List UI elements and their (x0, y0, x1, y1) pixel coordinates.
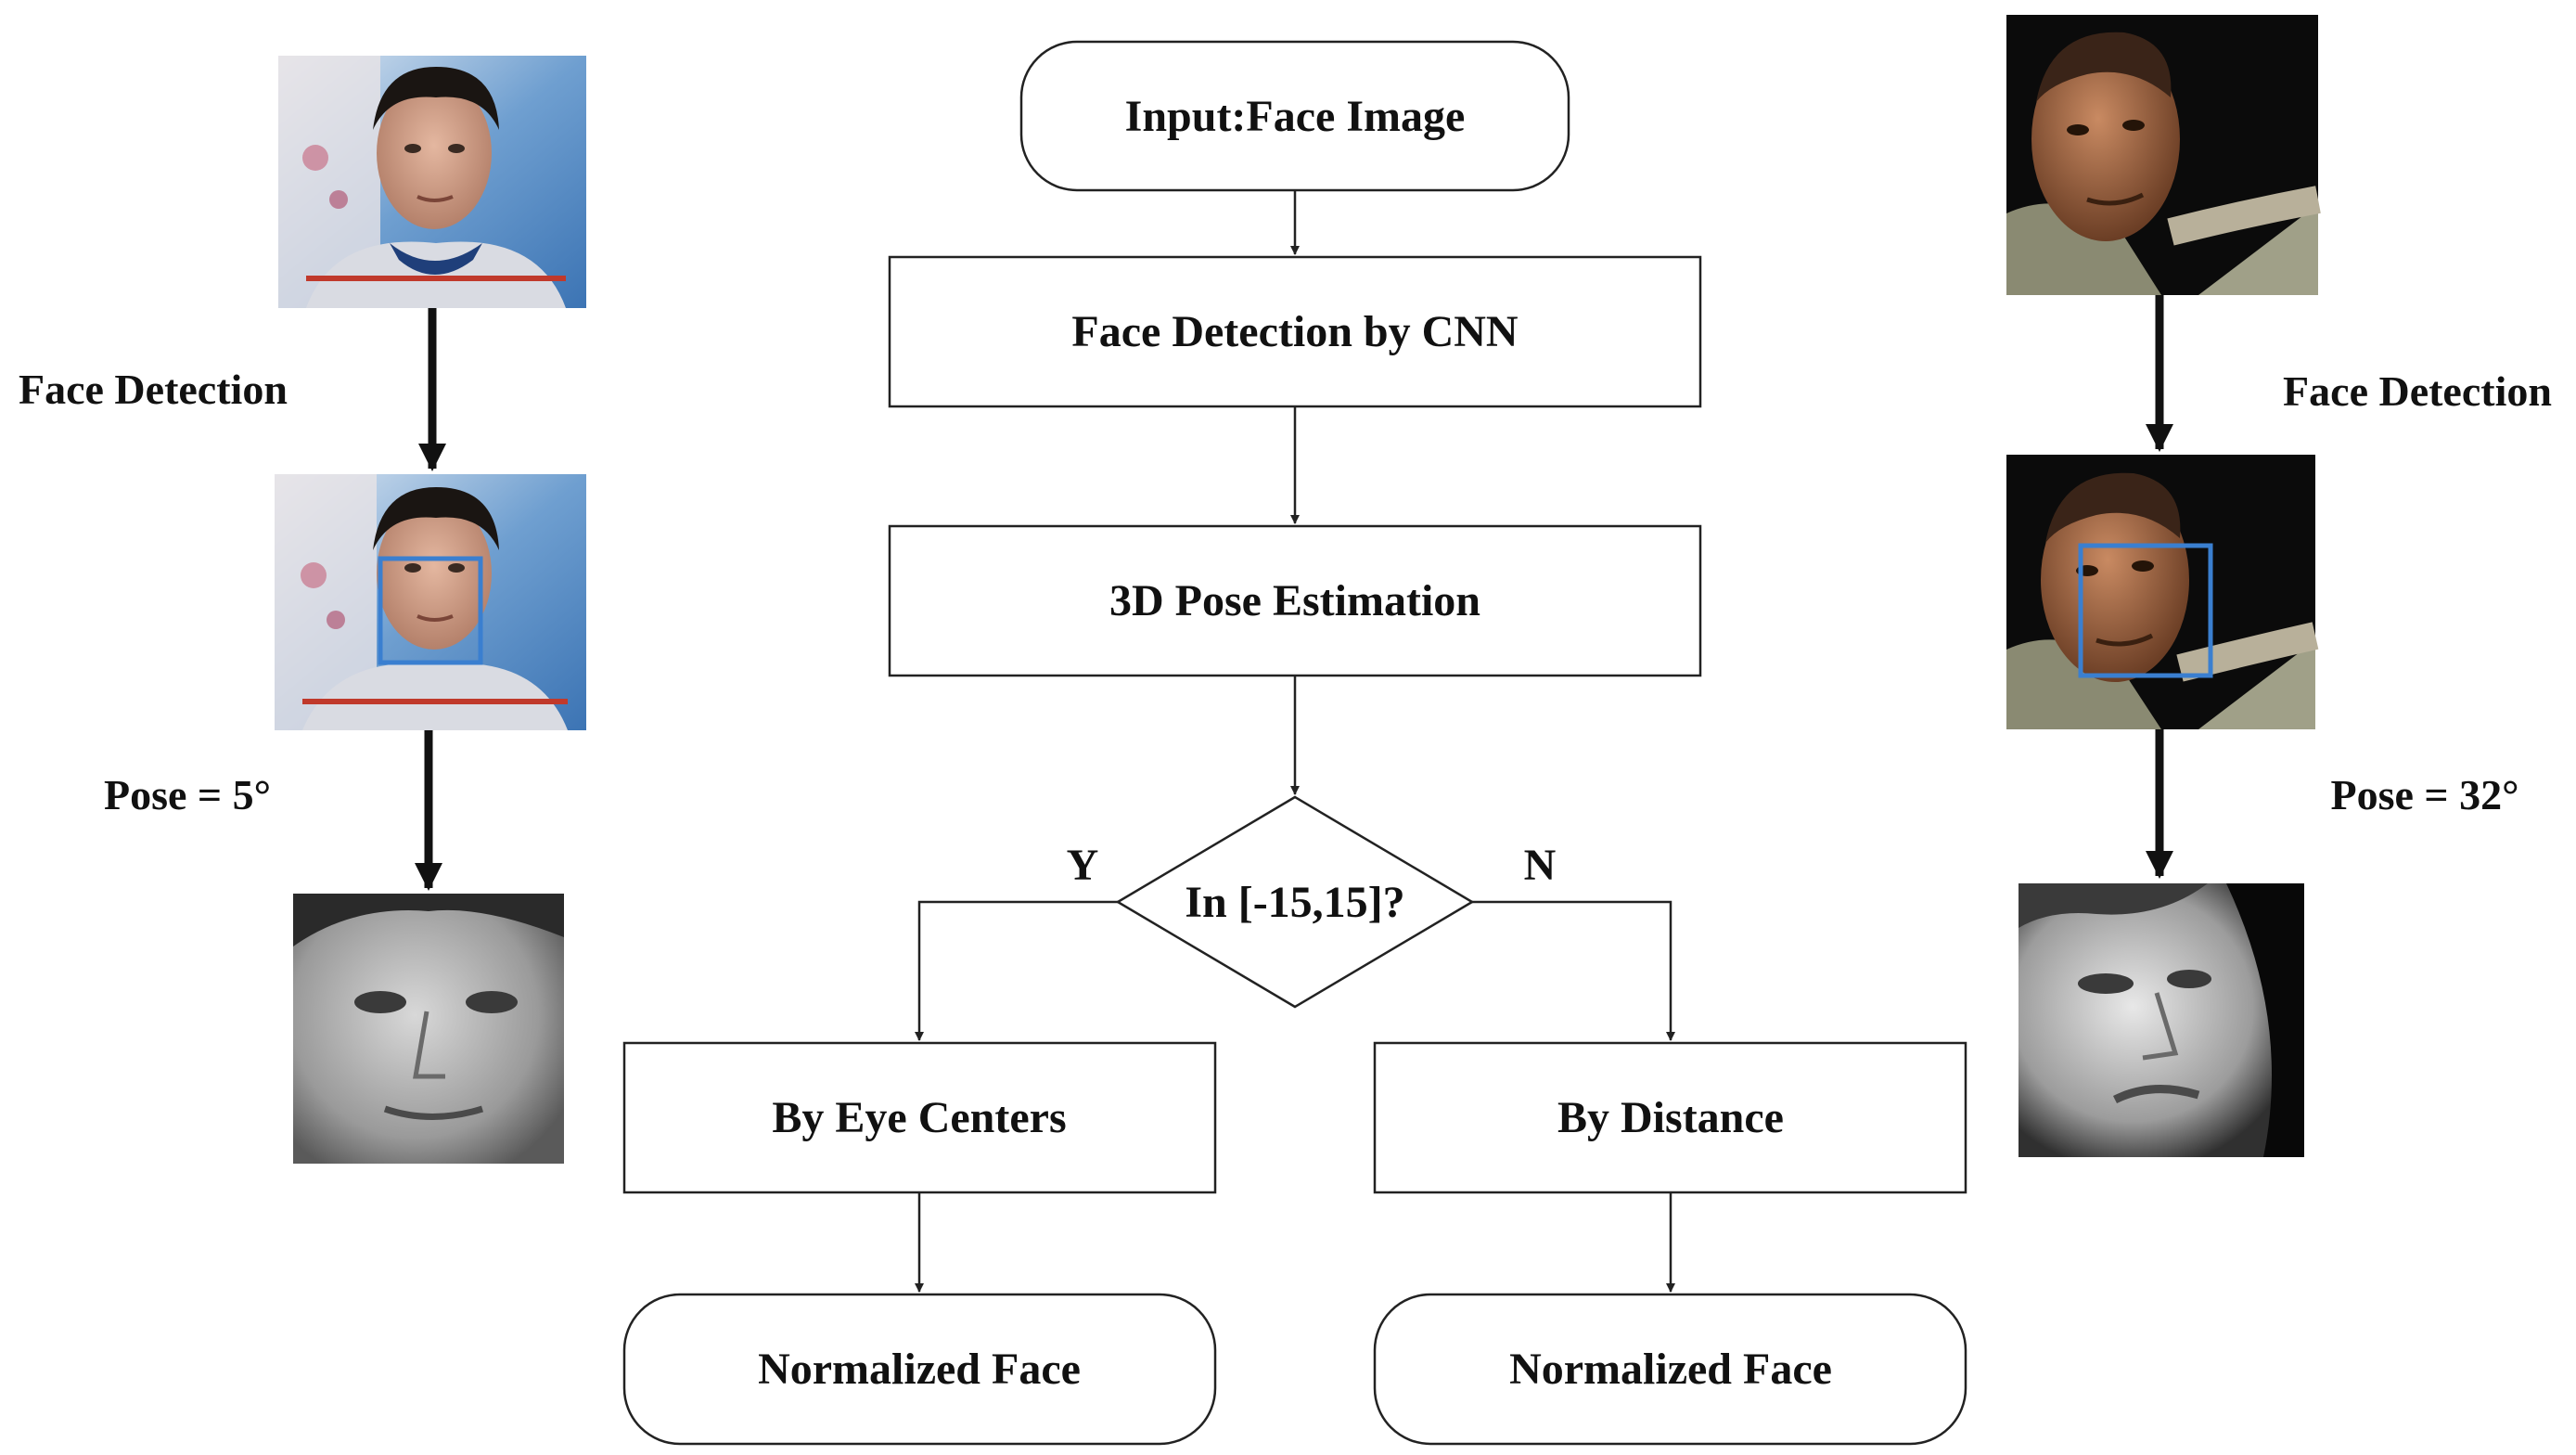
left-example: Face Detection Pose = 5° (19, 56, 586, 1164)
by-eye-centers-node: By Eye Centers (622, 1041, 1217, 1194)
by-eye-centers-label: By Eye Centers (772, 1093, 1066, 1142)
left-pose-label: Pose = 5° (104, 771, 271, 818)
by-distance-label: By Distance (1557, 1093, 1784, 1142)
input-label: Input:Face Image (1125, 92, 1466, 141)
right-example: Face Detection Pose = 32° (2006, 15, 2552, 1157)
left-detected-photo (275, 474, 586, 730)
normalized-face-right-label: Normalized Face (1509, 1345, 1832, 1394)
pose-estimation-label: 3D Pose Estimation (1109, 576, 1480, 625)
decision-node: In [-15,15]? (1115, 795, 1475, 1009)
right-input-photo (2006, 15, 2321, 295)
right-normalized-photo (2019, 883, 2304, 1157)
left-step-label: Face Detection (19, 366, 288, 413)
left-normalized-photo (293, 894, 564, 1164)
flowchart: Input:Face Image Face Detection by CNN 3… (622, 40, 1967, 1446)
arrow-no-branch (1472, 900, 1675, 1041)
pose-estimation-node: 3D Pose Estimation (888, 524, 1702, 677)
input-node: Input:Face Image (1019, 40, 1570, 192)
right-detected-photo (2006, 455, 2319, 729)
no-label: N (1524, 841, 1557, 890)
yes-label: Y (1067, 841, 1099, 890)
decision-label: In [-15,15]? (1185, 878, 1404, 927)
normalized-face-left-label: Normalized Face (758, 1345, 1081, 1394)
by-distance-node: By Distance (1373, 1041, 1967, 1194)
detection-label: Face Detection by CNN (1071, 307, 1519, 356)
left-face-bbox (378, 556, 483, 665)
right-pose-label: Pose = 32° (2330, 771, 2518, 818)
normalized-face-left-node: Normalized Face (622, 1293, 1217, 1446)
right-face-bbox (2078, 543, 2213, 678)
detection-node: Face Detection by CNN (888, 255, 1702, 408)
left-input-photo (278, 56, 586, 308)
right-step-label: Face Detection (2283, 367, 2552, 415)
normalized-face-right-node: Normalized Face (1373, 1293, 1967, 1446)
arrow-yes-branch (915, 900, 1118, 1041)
